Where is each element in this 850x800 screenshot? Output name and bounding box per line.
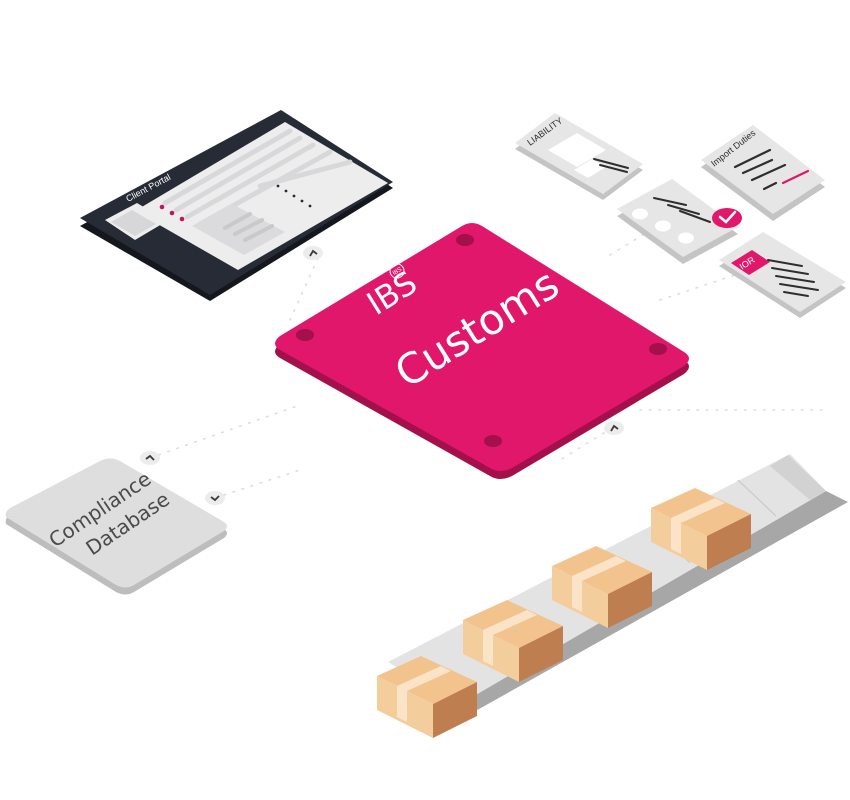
liability-document[interactable]: LIABILITY xyxy=(515,113,643,200)
client-portal-window[interactable]: Client Portal xyxy=(80,110,393,301)
customs-hub[interactable]: IBS IBS Customs xyxy=(275,223,689,479)
ior-document[interactable]: IOR xyxy=(719,232,846,318)
hub-link-chevron xyxy=(604,421,624,435)
portal-dot-list xyxy=(276,184,312,208)
check-badge-icon xyxy=(712,208,742,228)
database-link-chevron-top xyxy=(140,451,160,465)
checklist-document[interactable] xyxy=(617,179,742,264)
dotted-connectors xyxy=(149,199,831,499)
compliance-database[interactable]: Compliance Database xyxy=(5,458,227,595)
ibs-badge-icon: IBS xyxy=(389,263,405,279)
ibs-badge-text: IBS xyxy=(392,267,403,277)
hub-corner-holes xyxy=(296,234,667,447)
portal-status-dots xyxy=(159,204,185,222)
database-link-chevron-bottom xyxy=(205,491,225,505)
portal-link-chevron xyxy=(303,246,323,260)
portal-image-card xyxy=(192,204,285,255)
portal-content-lines xyxy=(162,128,353,227)
import-duties-document[interactable]: Import Duties xyxy=(701,125,825,221)
